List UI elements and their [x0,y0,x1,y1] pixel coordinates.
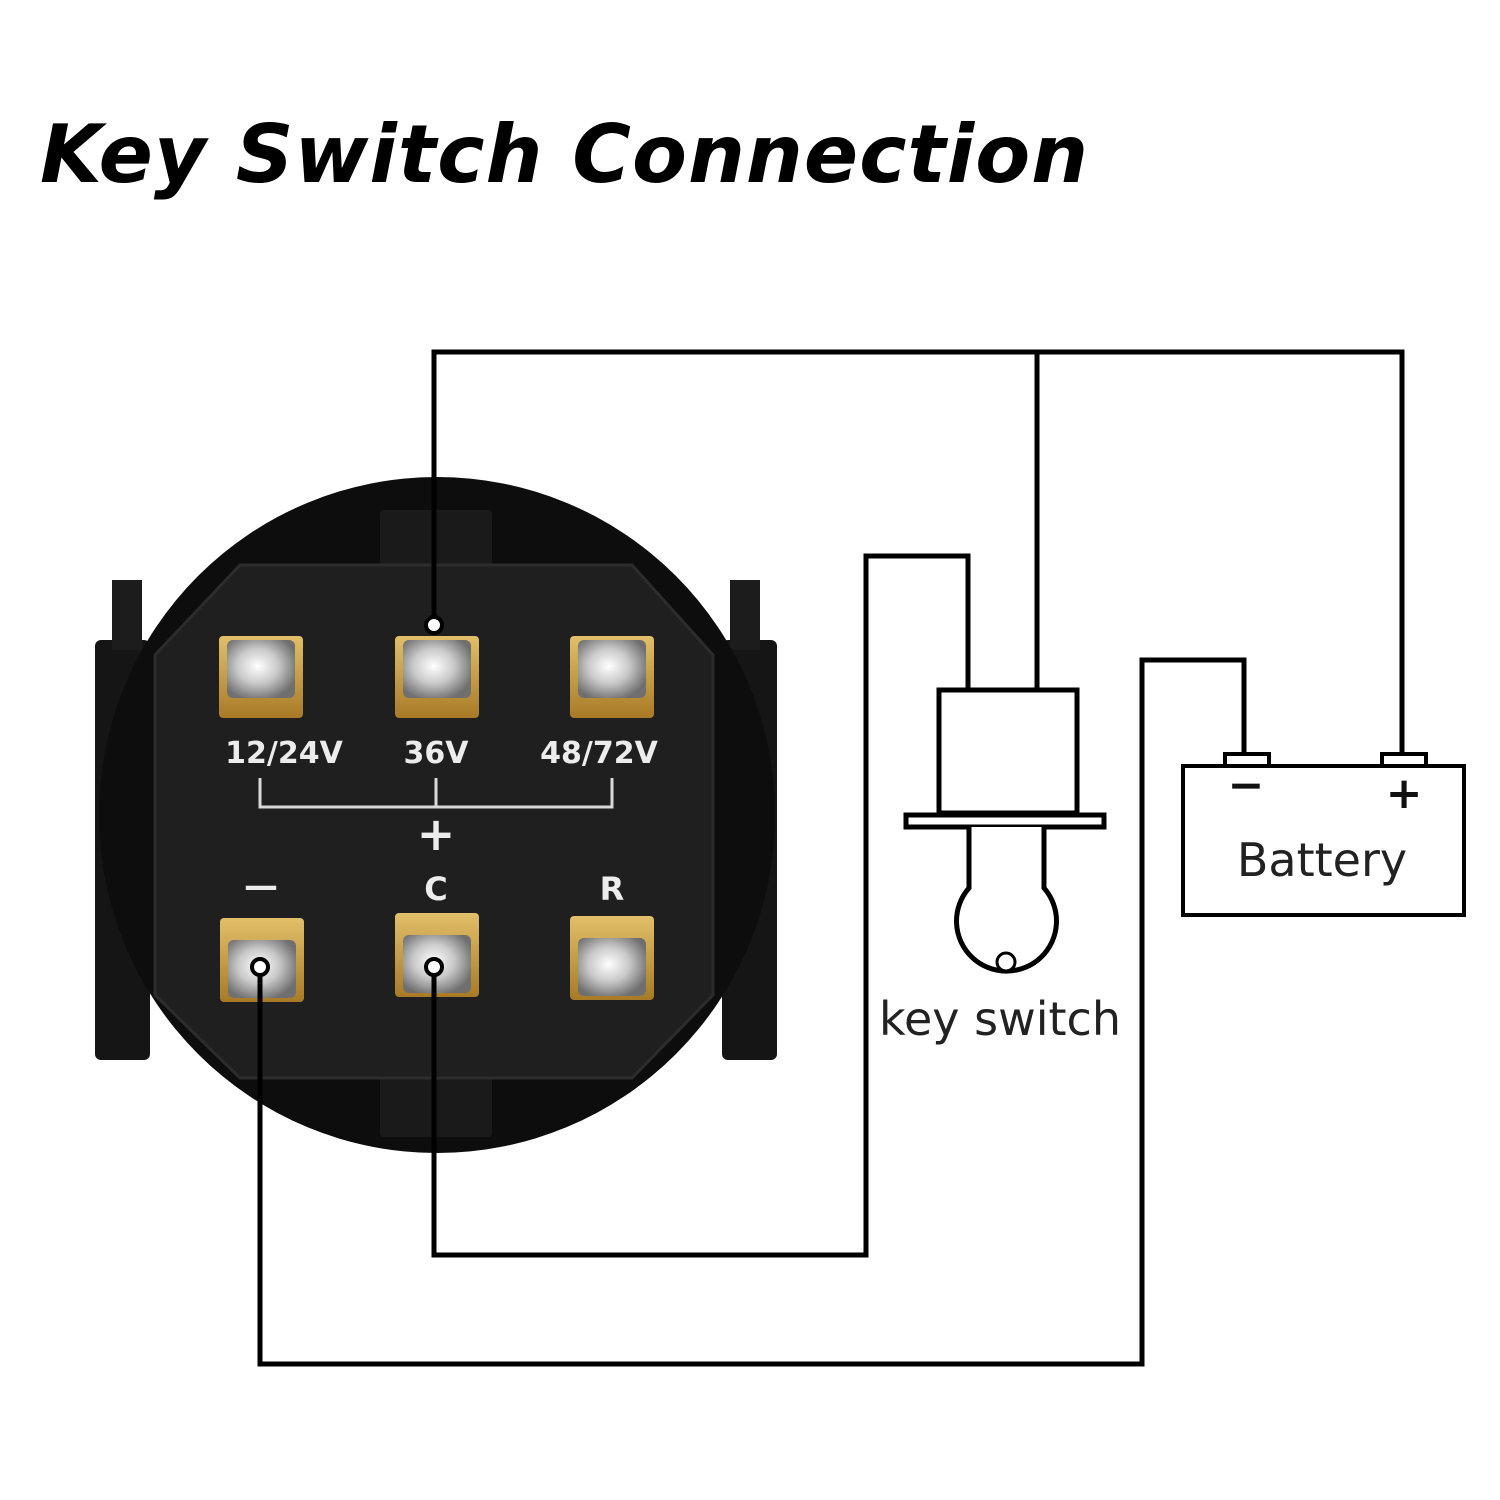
key-icon [954,827,1059,974]
terminal-c [395,913,479,997]
key-switch-body [936,687,1080,816]
battery-label: Battery [1237,833,1407,887]
connection-point-negative [250,957,270,977]
label-12-24v: 12/24V [225,736,343,771]
label-r: R [600,870,625,908]
terminal-r [570,916,654,1000]
terminal-36v [395,636,479,718]
label-c: C [424,870,447,908]
label-48-72v: 48/72V [540,736,658,771]
battery-negative-sign: − [1228,760,1265,811]
key-switch-label: key switch [879,992,1121,1046]
key-switch-flange [903,812,1107,830]
wire-36v-to-battery-positive [431,349,1405,754]
key-switch-symbol [903,687,1107,974]
battery-positive-sign: + [1386,768,1423,819]
wire-negative-to-battery-negative [257,657,1247,1367]
label-plus: + [417,807,456,861]
terminal-48-72v [570,636,654,718]
page-title: Key Switch Connection [40,108,1090,201]
battery-body [1181,764,1466,917]
label-36v: 36V [404,736,470,771]
plus-bracket [258,778,614,809]
connection-point-c [424,957,444,977]
left-clip-top [112,580,142,650]
wire-c-to-key-switch [431,553,971,1258]
right-clip-top [730,580,760,650]
label-negative: — [244,866,278,906]
terminal-12-24v [219,636,303,718]
key-hole [995,951,1017,973]
battery-symbol [1181,752,1466,917]
wires [257,349,1405,1367]
connection-point-36v [424,615,444,635]
